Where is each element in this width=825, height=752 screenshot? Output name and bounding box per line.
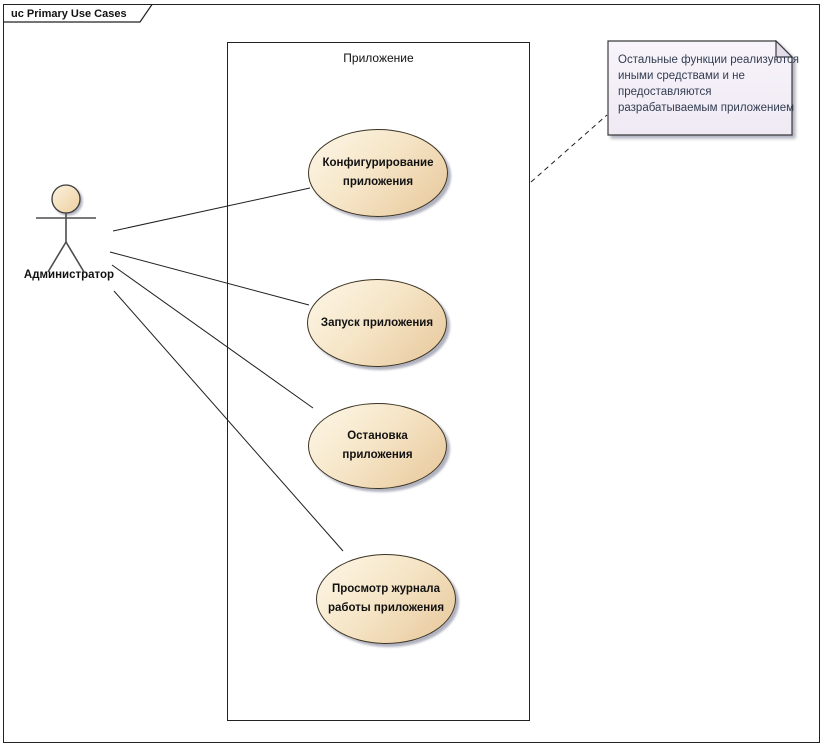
note[interactable] [607,40,797,138]
diagram-frame [3,4,820,743]
use-case-label: Запуск приложения [320,316,434,329]
use-case-label: Конфигурирование приложения [322,157,434,188]
note-text: Остальные функции реализуются иными сред… [618,52,799,116]
note-line: предоставляются [618,86,712,98]
use-case-view-log[interactable]: Просмотр журнала работы приложения [316,554,456,644]
actor-right-leg [65,241,85,273]
note-line: разрабатываемым приложением [618,102,795,114]
note-line: Остальные функции реализуются [618,54,799,66]
actor-label: Администратор [23,269,115,281]
note-fold-corner [775,40,794,58]
use-case-stop-app[interactable]: Остановка приложения [308,403,447,489]
note-line: иными средствами и не [618,70,745,82]
note-body [607,40,793,136]
use-case-label: Просмотр журнала работы приложения [327,583,445,614]
use-case-configure-app[interactable]: Конфигурирование приложения [308,129,448,217]
actor-left-leg [47,241,67,273]
system-boundary-label: Приложение [343,51,414,65]
frame-title: uc Primary Use Cases [11,8,127,20]
use-case-label: Остановка приложения [342,430,413,461]
use-case-start-app[interactable]: Запуск приложения [307,279,447,367]
actor-figure[interactable] [28,183,118,277]
actor-head [51,184,81,214]
